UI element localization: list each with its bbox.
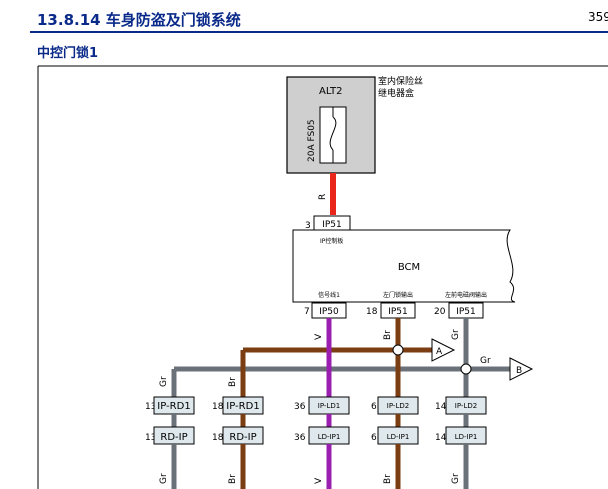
- fuse-element-icon: [329, 116, 337, 151]
- connector-4-top-pin: 6: [371, 402, 377, 412]
- node-a-label: A: [436, 347, 443, 357]
- wire-gr-label: Gr: [451, 329, 461, 340]
- supply-wire-label: R: [318, 194, 328, 200]
- connector-2-bottom-pin: 18: [212, 433, 224, 443]
- page-header-title: 13.8.14 车身防盗及门锁系统: [37, 11, 241, 29]
- connector-column-1: 13 IP-RD1 13 RD-IP Gr: [145, 396, 195, 489]
- connector-2-bottom-label: RD-IP: [229, 432, 256, 443]
- fuse-name: ALT2: [319, 86, 343, 97]
- left-br-label: Br: [228, 377, 238, 387]
- bcm-pin-2-desc: 左门锁输出: [383, 291, 413, 299]
- fuse-rating: 20A FS05: [307, 119, 317, 162]
- left-gr-label: Gr: [159, 376, 169, 387]
- junction-dot: [392, 344, 404, 356]
- connector-4-bottom-pin: 6: [371, 433, 377, 443]
- page-number: 359: [588, 10, 608, 24]
- bcm-pin-3-desc: 左前电磁阀输出: [445, 291, 487, 299]
- connector-1-bottom-pin: 13: [145, 433, 156, 443]
- connector-5-wire-label: Gr: [451, 473, 461, 484]
- connector-2-top-pin: 18: [212, 402, 224, 412]
- node-b-label: B: [516, 366, 522, 376]
- wire-br-label: Br: [383, 330, 393, 340]
- connector-3-bottom-label: LD-IP1: [318, 433, 341, 441]
- bcm-name: BCM: [398, 262, 420, 273]
- connector-5-top-label: IP-LD2: [455, 402, 477, 410]
- fuse-box-label-2: 继电器盒: [378, 87, 414, 99]
- section-title: 中控门锁1: [37, 46, 99, 61]
- connector-3-top-pin: 36: [294, 402, 306, 412]
- connector-3-bottom-pin: 36: [294, 433, 306, 443]
- connector-5-bottom-label: LD-IP1: [455, 433, 478, 441]
- connector-column-4: 6 IP-LD2 6 LD-IP1 Br: [371, 396, 419, 489]
- bcm-pin-1-desc: 信号线1: [318, 291, 340, 299]
- gray-bus-label: Gr: [480, 356, 491, 366]
- connector-5-top-pin: 14: [435, 402, 447, 412]
- bcm-top-pin: 3: [305, 221, 311, 231]
- bcm-pin-1-num: 7: [304, 307, 310, 317]
- connector-2-wire-label: Br: [228, 474, 238, 484]
- fuse-box-label-1: 室内保险丝: [378, 75, 423, 87]
- connector-4-wire-label: Br: [383, 474, 393, 484]
- bcm-pin-3-connector-label: IP51: [456, 307, 476, 317]
- bcm-pin-2-connector-label: IP51: [388, 307, 408, 317]
- connector-2-top-label: IP-RD1: [226, 401, 259, 412]
- bcm-top-pin-desc: IP控制板: [320, 237, 343, 245]
- bcm-pin-2-num: 18: [366, 307, 378, 317]
- connector-4-top-label: IP-LD2: [387, 402, 409, 410]
- wire-v-label: V: [314, 333, 324, 340]
- connector-column-3: 36 IP-LD1 36 LD-IP1 V: [294, 396, 350, 489]
- junction-dot: [460, 363, 472, 375]
- connector-column-5: 14 IP-LD2 14 LD-IP1 Gr: [435, 396, 487, 489]
- node-b-arrow: [509, 357, 534, 381]
- connector-4-bottom-label: LD-IP1: [387, 433, 410, 441]
- connector-3-wire-label: V: [314, 477, 324, 484]
- header-rule: [30, 31, 608, 33]
- connector-column-2: 18 IP-RD1 18 RD-IP Br: [212, 396, 264, 489]
- bcm-pin-3-num: 20: [434, 307, 446, 317]
- connector-1-wire-label: Gr: [159, 473, 169, 484]
- bcm-pin-1-connector-label: IP50: [319, 307, 339, 317]
- connector-1-top-label: IP-RD1: [157, 401, 190, 412]
- node-a-arrow: [431, 338, 456, 362]
- bcm-top-connector-label: IP51: [322, 220, 342, 230]
- connector-1-top-pin: 13: [145, 402, 156, 412]
- bcm-body: [292, 229, 516, 303]
- connector-5-bottom-pin: 14: [435, 433, 447, 443]
- fuse-box: 室内保险丝 继电器盒 ALT2 20A FS05: [286, 75, 423, 174]
- connector-1-bottom-label: RD-IP: [160, 432, 187, 443]
- connector-3-top-label: IP-LD1: [318, 402, 340, 410]
